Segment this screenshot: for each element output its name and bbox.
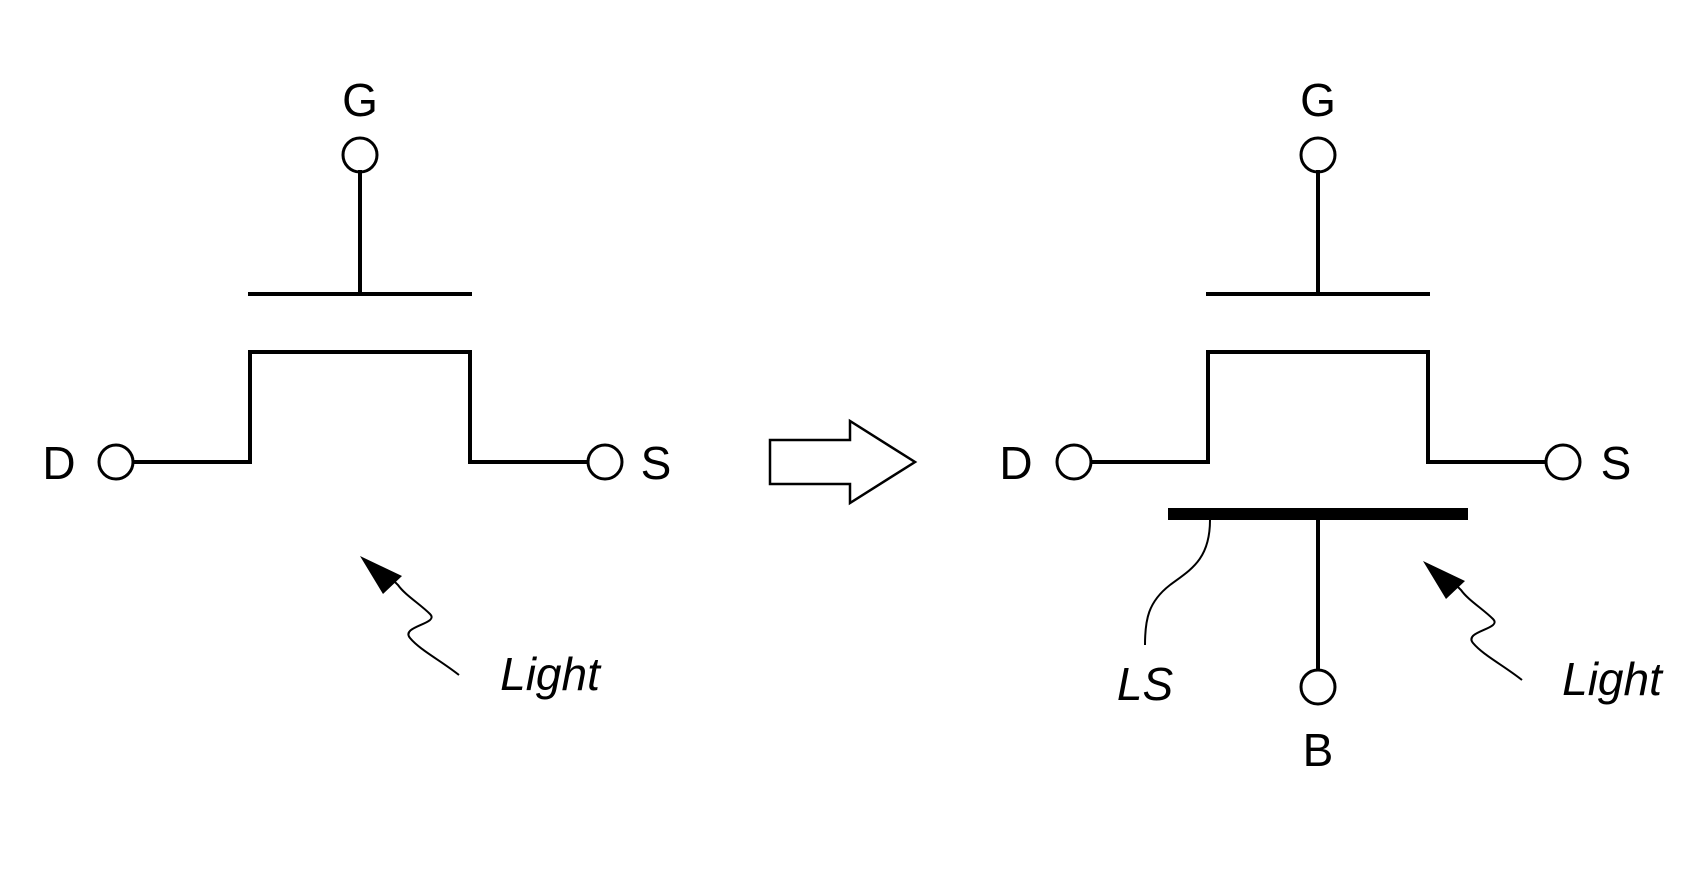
left-source-label: S bbox=[641, 437, 672, 489]
left-source-terminal bbox=[588, 445, 622, 479]
right-gate-label: G bbox=[1300, 74, 1336, 126]
left-gate-terminal bbox=[343, 138, 377, 172]
right-transistor: G D S B LS Light bbox=[999, 74, 1664, 776]
right-gate-terminal bbox=[1301, 138, 1335, 172]
shield-leader-line bbox=[1145, 520, 1210, 645]
right-light-label: Light bbox=[1562, 653, 1664, 705]
left-gate-label: G bbox=[342, 74, 378, 126]
left-drain-terminal bbox=[99, 445, 133, 479]
right-channel bbox=[1090, 352, 1546, 462]
left-light-arrowhead-icon bbox=[360, 556, 402, 594]
transform-arrow-icon bbox=[770, 421, 915, 503]
body-label: B bbox=[1303, 724, 1334, 776]
left-drain-label: D bbox=[42, 437, 75, 489]
right-drain-terminal bbox=[1057, 445, 1091, 479]
right-drain-label: D bbox=[999, 437, 1032, 489]
shield-label: LS bbox=[1117, 658, 1174, 710]
right-source-label: S bbox=[1601, 437, 1632, 489]
right-light-arrowhead-icon bbox=[1423, 561, 1465, 599]
left-channel bbox=[132, 352, 588, 462]
right-source-terminal bbox=[1546, 445, 1580, 479]
left-light-label: Light bbox=[500, 648, 602, 700]
left-transistor: G D S Light bbox=[42, 74, 671, 700]
body-terminal bbox=[1301, 670, 1335, 704]
